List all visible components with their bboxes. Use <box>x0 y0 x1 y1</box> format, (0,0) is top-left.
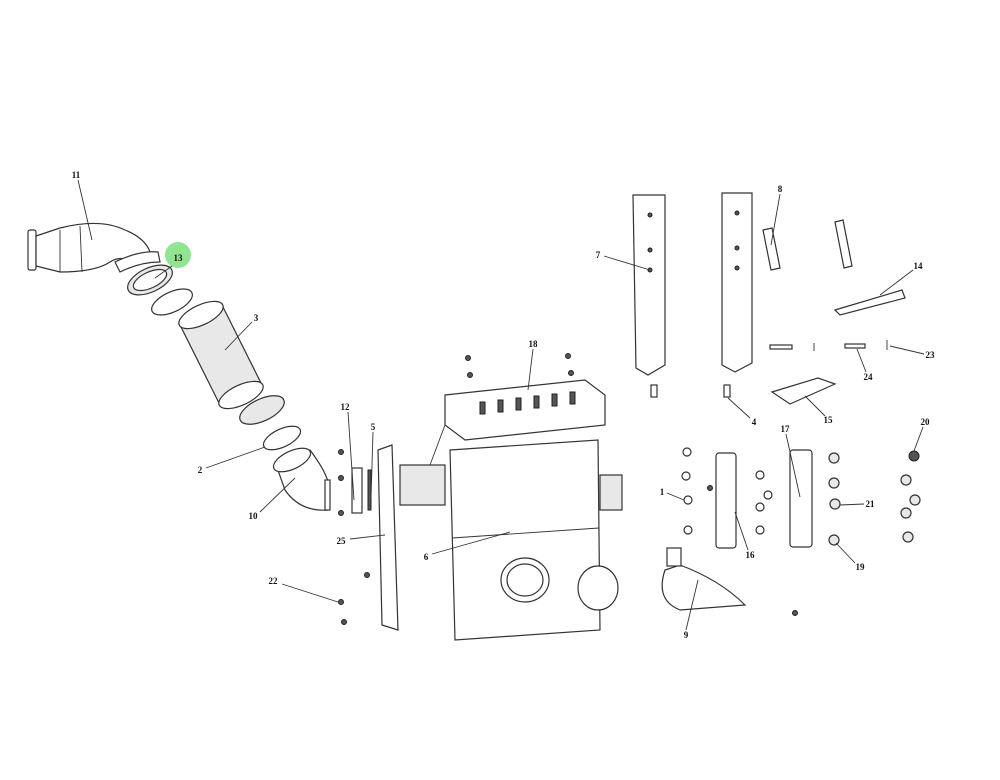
highlight-marker <box>165 242 191 268</box>
callout-6[interactable]: 6 <box>424 552 429 562</box>
callout-11[interactable]: 11 <box>72 170 81 180</box>
callout-3[interactable]: 3 <box>254 313 259 323</box>
callout-16[interactable]: 16 <box>746 550 756 560</box>
part-20-nut <box>908 450 920 462</box>
nuts-group <box>681 447 921 616</box>
callout-labels: 11 13 3 2 10 12 5 25 22 18 6 7 8 14 23 2… <box>72 170 935 640</box>
callout-18[interactable]: 18 <box>529 339 539 349</box>
part-9-outlet[interactable] <box>661 564 747 611</box>
part-25-panel[interactable] <box>377 444 399 631</box>
part-10-elbow[interactable] <box>270 443 331 511</box>
part-6-muffler-box[interactable] <box>399 424 623 641</box>
callout-20[interactable]: 20 <box>921 417 931 427</box>
callout-14[interactable]: 14 <box>914 261 924 271</box>
callout-5[interactable]: 5 <box>371 422 376 432</box>
callout-25[interactable]: 25 <box>337 536 347 546</box>
part-15-bracket[interactable] <box>770 377 837 405</box>
callout-15[interactable]: 15 <box>824 415 834 425</box>
callout-23[interactable]: 23 <box>926 350 936 360</box>
part-13-clamp[interactable] <box>123 259 177 301</box>
part-16-bracket[interactable] <box>715 452 737 549</box>
bolt-icon <box>364 572 370 578</box>
bolt-icon <box>338 510 344 516</box>
callout-7[interactable]: 7 <box>596 250 601 260</box>
part-18-heat-shield[interactable] <box>444 353 606 441</box>
part-7-rails[interactable] <box>632 192 753 398</box>
callout-24[interactable]: 24 <box>864 372 874 382</box>
callout-19[interactable]: 19 <box>856 562 866 572</box>
part-11-elbow-pipe[interactable] <box>27 222 161 273</box>
callout-21[interactable]: 21 <box>866 499 876 509</box>
part-24-pin[interactable] <box>844 343 866 349</box>
callout-9[interactable]: 9 <box>684 630 689 640</box>
callout-4[interactable]: 4 <box>752 417 757 427</box>
gasket-ring[interactable] <box>148 284 196 321</box>
callout-8[interactable]: 8 <box>778 184 783 194</box>
callout-2[interactable]: 2 <box>198 465 203 475</box>
callout-10[interactable]: 10 <box>249 511 259 521</box>
clamp-lower[interactable] <box>236 390 289 430</box>
callout-22[interactable]: 22 <box>269 576 279 586</box>
bolt-icon <box>341 619 347 625</box>
outlet-ring <box>577 565 619 611</box>
bolt-icon <box>338 449 344 455</box>
part-9-outlet-neck <box>666 547 682 567</box>
callout-17[interactable]: 17 <box>781 424 791 434</box>
part-17-bracket[interactable] <box>789 449 813 548</box>
block[interactable] <box>834 219 853 269</box>
callout-1[interactable]: 1 <box>660 487 665 497</box>
part-14-bracket[interactable] <box>833 289 906 316</box>
part-3-flex-pipe[interactable] <box>175 296 267 414</box>
part-8-block[interactable] <box>762 227 781 271</box>
part-5-gasket[interactable] <box>367 469 372 511</box>
part-2-gasket[interactable] <box>260 421 304 454</box>
bolt-icon <box>338 475 344 481</box>
part-4-bolt <box>650 384 658 398</box>
callout-12[interactable]: 12 <box>341 402 351 412</box>
part-22-bolt[interactable] <box>338 599 344 605</box>
part-12-plate[interactable] <box>351 467 363 514</box>
pin[interactable] <box>769 344 793 350</box>
callout-13[interactable]: 13 <box>174 253 184 263</box>
leader-lines <box>77 179 925 631</box>
